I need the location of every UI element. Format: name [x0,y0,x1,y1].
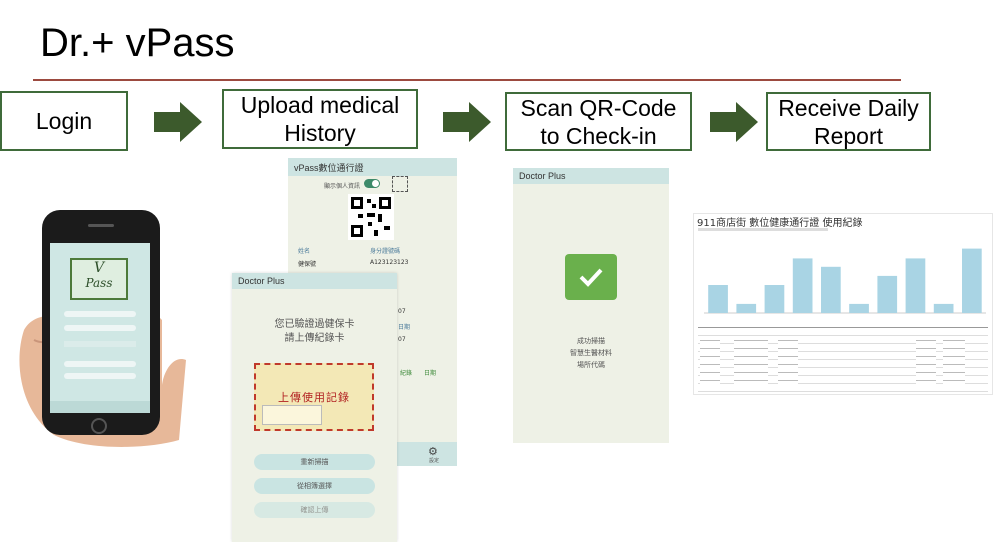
record-card-text: 上傳使用記錄 [278,391,350,404]
step-report-label-2: Report [813,122,884,149]
report-bar [736,303,757,313]
side-value-d: 日期 [424,370,437,377]
row-health-label: 健保號 [298,261,317,268]
report-bar [821,266,841,313]
side-value-a: 07 [398,308,406,315]
step-upload: Upload medical History [222,89,418,149]
arrow-right-icon [710,102,758,142]
phone-tabbar [50,401,150,413]
step-scan-label-1: Scan QR-Code [520,94,677,121]
verified-line-2: 請上傳紀錄卡 [284,333,345,344]
phone-note [64,341,136,347]
step-login-label: Login [35,108,93,134]
report-table [698,327,988,395]
arrow-right-icon [154,102,202,142]
vpass-screen-header: vPass數位通行證 [288,158,457,176]
toggle-label: 顯示個人資訊 [324,183,361,190]
report-bar [764,285,785,313]
side-value-b: 日期 [398,324,411,331]
side-value-c: 07 [398,336,406,343]
step-report-label-1: Receive Daily [778,94,919,121]
checkin-line-1: 成功掃描 [577,337,605,345]
album-button[interactable]: 從相簿選擇 [254,478,375,494]
record-card[interactable]: 上傳使用記錄 [254,363,374,431]
row-id-type: 身分證號碼 [370,248,401,255]
phone-screen: V Pass [50,243,150,413]
upload-screen: Doctor Plus 您已驗證過健保卡 請上傳紀錄卡 上傳使用記錄 重新掃描 … [232,273,397,542]
phone-button-1[interactable] [64,361,136,367]
checkin-line-2: 智慧生醫材料 [570,349,612,357]
phone-input-1[interactable] [64,311,136,317]
daily-report: 911商店街 數位健康通行證 使用紀錄 [693,213,993,395]
upload-screen-header: Doctor Plus [232,273,397,289]
settings-tab[interactable]: ⚙ 設定 [396,442,457,466]
phone-input-2[interactable] [64,325,136,331]
scan-icon[interactable] [392,176,408,192]
side-value-e: 紀錄 [400,370,413,377]
phone-speaker [88,224,114,227]
step-scan: Scan QR-Code to Check-in [505,92,692,151]
report-bar [708,285,728,313]
rescan-button[interactable]: 重新掃描 [254,454,375,470]
title-divider [33,79,901,81]
step-login: Login [0,91,128,151]
checkin-screen-header: Doctor Plus [513,168,669,184]
settings-tab-label: 設定 [429,458,440,464]
step-scan-label-2: to Check-in [540,122,657,149]
phone-button-2[interactable] [64,373,136,379]
step-report: Receive Daily Report [766,92,931,151]
step-upload-label-2: History [284,120,356,146]
arrow-right-icon [443,102,491,142]
row-name-label: 姓名 [298,248,311,255]
verified-line-1: 您已驗證過健保卡 [274,319,355,330]
vpass-logo: V Pass [70,258,128,300]
report-bar-chart [704,248,986,314]
report-bar [877,275,898,313]
gear-icon: ⚙ [428,446,438,458]
info-toggle[interactable] [364,179,380,188]
checkin-line-3: 場所代碼 [577,361,605,369]
row-id-value: A123123123 [370,259,409,266]
report-title: 911商店街 數位健康通行證 使用紀錄 [697,218,863,229]
confirm-upload-button[interactable]: 確認上傳 [254,502,375,518]
qr-code-icon [348,194,394,240]
report-bar [792,258,813,313]
report-bar [933,303,954,313]
page-title: Dr.+ vPass [40,21,235,65]
report-bar [962,248,982,313]
checkin-screen: Doctor Plus 成功掃描 智慧生醫材料 場所代碼 [513,168,669,443]
phone-home-button [91,418,107,434]
report-bar [849,303,869,313]
check-icon [565,254,617,300]
report-bar [905,258,926,313]
step-upload-label-1: Upload medical [240,92,400,118]
